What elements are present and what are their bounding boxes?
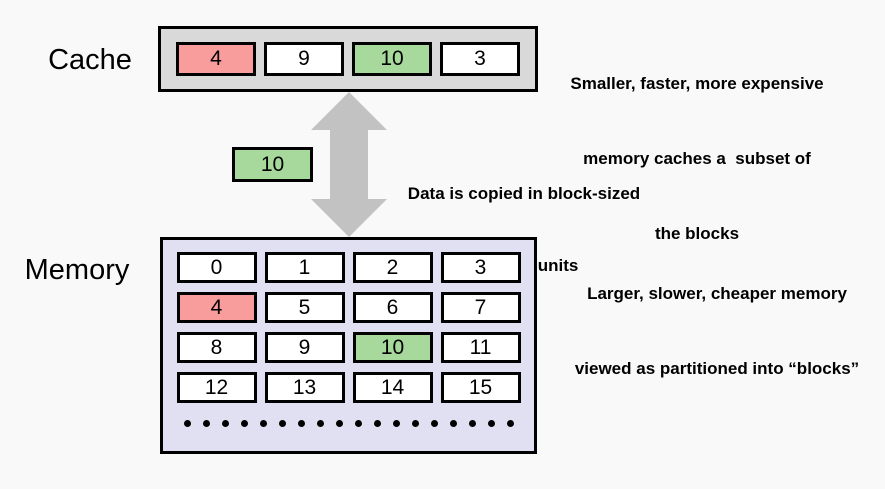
dot-icon: [373, 420, 381, 427]
dot-icon: [316, 420, 324, 427]
memory-label: Memory: [24, 254, 130, 286]
memory-description: Larger, slower, cheaper memory viewed as…: [552, 231, 882, 431]
text-line: Data is copied in block-sized: [407, 184, 641, 203]
dot-icon: [449, 420, 457, 427]
dot-icon: [259, 420, 267, 427]
memory-cell: 4: [176, 292, 257, 323]
memory-cell: 0: [176, 252, 257, 283]
ellipsis-dots: [163, 420, 534, 427]
memory-cell: 5: [264, 292, 345, 323]
dot-icon: [297, 420, 305, 427]
dot-icon: [202, 420, 210, 427]
dot-icon: [392, 420, 400, 427]
memory-cell: 6: [352, 292, 433, 323]
memory-cell: 15: [440, 372, 521, 403]
memory-cell: 7: [440, 292, 521, 323]
cache-cell: 9: [264, 42, 344, 76]
text-line: memory caches a subset of: [583, 149, 811, 168]
transfer-block: 10: [232, 147, 313, 182]
cache-cell: 3: [440, 42, 520, 76]
cache-description: Smaller, faster, more expensive memory c…: [532, 21, 862, 296]
text-line: Larger, slower, cheaper memory: [587, 284, 847, 303]
dot-icon: [506, 420, 514, 427]
memory-cell: 9: [264, 332, 345, 363]
text-line: Smaller, faster, more expensive: [570, 74, 824, 93]
cache-cell: 10: [352, 42, 432, 76]
memory-cell: 11: [440, 332, 521, 363]
dot-icon: [354, 420, 362, 427]
memory-cell: 2: [352, 252, 433, 283]
text-line: viewed as partitioned into “blocks”: [574, 359, 860, 378]
cache-cell: 4: [176, 42, 256, 76]
dot-icon: [335, 420, 343, 427]
dot-icon: [183, 420, 191, 427]
memory-cell: 10: [352, 332, 433, 363]
memory-cell: 1: [264, 252, 345, 283]
memory-cell: 8: [176, 332, 257, 363]
dot-icon: [221, 420, 229, 427]
memory-cell: 12: [176, 372, 257, 403]
dot-icon: [487, 420, 495, 427]
memory-cell: 14: [352, 372, 433, 403]
text-line: the blocks: [654, 224, 740, 243]
memory-cell: 13: [264, 372, 345, 403]
memory-cell: 3: [440, 252, 521, 283]
dot-icon: [278, 420, 286, 427]
double-arrow-icon: [311, 92, 387, 237]
dot-icon: [430, 420, 438, 427]
cache-label: Cache: [48, 44, 132, 76]
dot-icon: [240, 420, 248, 427]
dot-icon: [468, 420, 476, 427]
dot-icon: [411, 420, 419, 427]
